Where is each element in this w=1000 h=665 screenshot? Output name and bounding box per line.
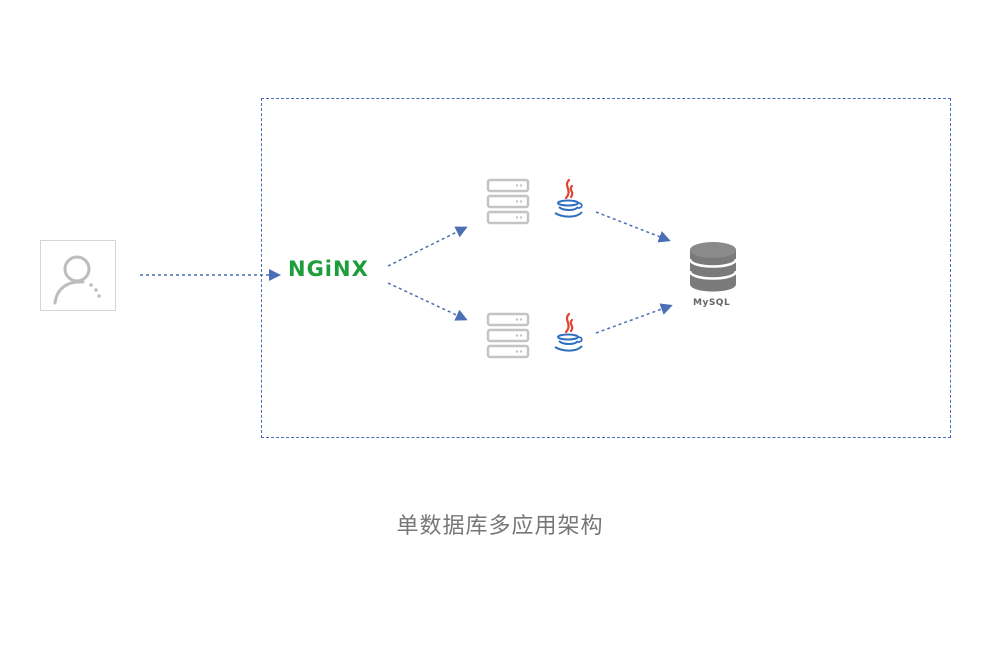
server-icon	[486, 312, 530, 359]
user-icon	[53, 255, 101, 305]
system-boundary	[261, 98, 951, 438]
nginx-logo: NGiNX	[288, 257, 369, 281]
edge-app2-db	[595, 303, 673, 334]
java-icon	[554, 178, 583, 218]
edge-nginx-app2	[387, 282, 468, 321]
database-icon	[688, 242, 738, 292]
edge-nginx-app1	[387, 226, 468, 267]
diagram-caption: 单数据库多应用架构	[396, 514, 604, 539]
user-node	[40, 240, 116, 311]
mysql-label: MySQL	[693, 298, 731, 308]
edge-app1-db	[595, 211, 671, 243]
server-icon	[486, 178, 530, 225]
java-icon	[554, 312, 583, 352]
